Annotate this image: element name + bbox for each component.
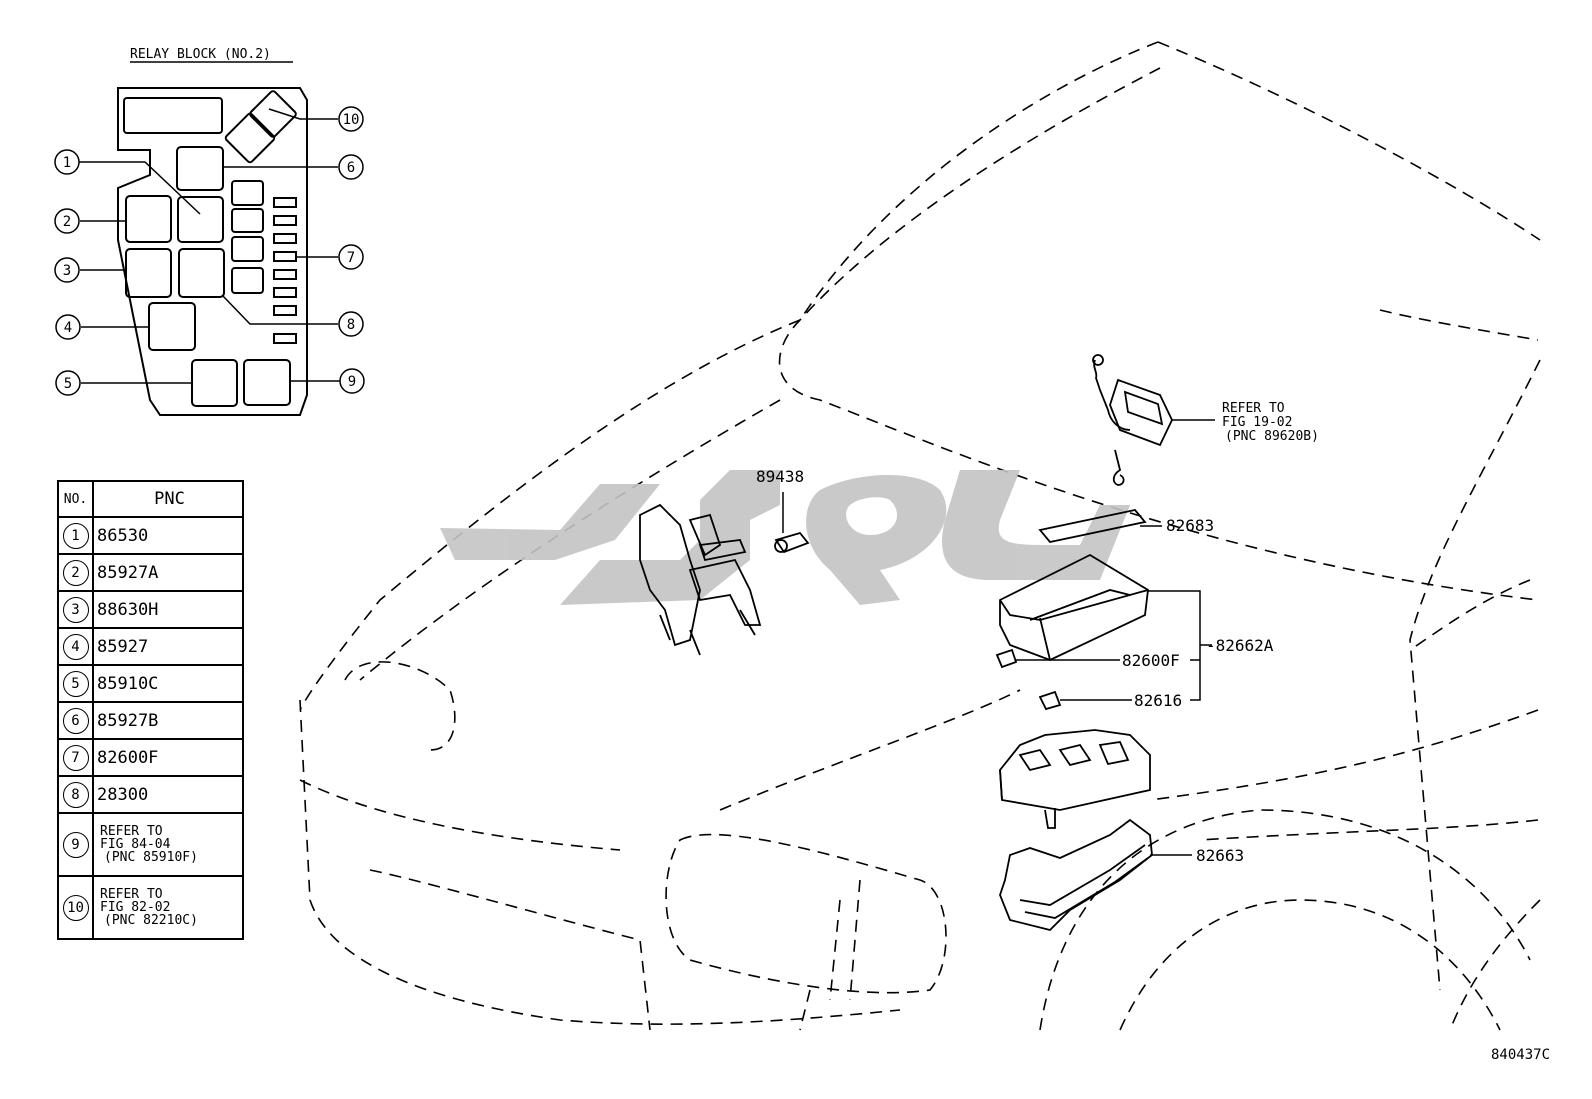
row-number: 10	[62, 894, 89, 921]
part-label-82683: 82683	[1166, 516, 1214, 535]
table-row: 5 85910C	[57, 664, 244, 703]
refer-line-3: (PNC 89620B)	[1225, 429, 1319, 444]
relay-block-cover	[999, 553, 1149, 661]
table-row: 2 85927A	[57, 553, 244, 592]
fuse-part	[995, 648, 1018, 669]
row-number: 1	[62, 522, 89, 549]
part-label-89438: 89438	[756, 467, 804, 486]
relay-block-body	[999, 729, 1151, 829]
callout-10: 10	[338, 106, 364, 132]
lower-case-part	[999, 818, 1153, 931]
label-plate	[1038, 509, 1147, 543]
svg-text:1: 1	[63, 155, 71, 171]
callout-5: 5	[55, 370, 81, 396]
svg-text:8: 8	[347, 317, 355, 333]
callout-7: 7	[338, 244, 364, 270]
svg-text:6: 6	[347, 160, 355, 176]
callout-6: 6	[338, 154, 364, 180]
row-number: 8	[62, 781, 89, 808]
callout-2: 2	[54, 208, 80, 234]
row-pnc: 85927	[92, 627, 244, 666]
row-pnc: 85910C	[92, 664, 244, 703]
table-row: 8 28300	[57, 775, 244, 814]
relay-block-title: RELAY BLOCK (NO.2)	[130, 47, 271, 62]
table-row: 7 82600F	[57, 738, 244, 777]
row-pnc: 28300	[92, 775, 244, 814]
row-pnc-line: (PNC 82210C)	[104, 913, 198, 928]
row-pnc-line: FIG 84-04	[100, 837, 171, 852]
table-header-no: NO.	[57, 480, 94, 518]
part-label-82600F: 82600F	[1122, 651, 1180, 670]
row-pnc-line: REFER TO	[100, 824, 163, 839]
svg-text:5: 5	[64, 376, 72, 392]
callout-8: 8	[338, 311, 364, 337]
svg-text:10: 10	[343, 112, 360, 128]
row-number: 7	[62, 744, 89, 771]
svg-text:2: 2	[63, 214, 71, 230]
row-pnc: 85927B	[92, 701, 244, 740]
row-pnc-line: FIG 82-02	[100, 900, 171, 915]
part-label-82662A: -82662A	[1206, 636, 1274, 655]
watermark-logo	[440, 470, 1130, 605]
clip-part	[1038, 690, 1062, 711]
callout-1: 1	[54, 149, 80, 175]
svg-text:4: 4	[64, 320, 72, 336]
row-pnc-line: REFER TO	[100, 887, 163, 902]
row-pnc: REFER TO FIG 84-04 (PNC 85910F)	[92, 812, 244, 877]
relay-block-drawing	[117, 87, 308, 416]
table-row: 3 88630H	[57, 590, 244, 629]
row-number: 4	[62, 633, 89, 660]
row-number: 9	[62, 831, 89, 858]
callout-3: 3	[54, 257, 80, 283]
figure-code: 840437C	[1491, 1047, 1551, 1063]
table-row: 6 85927B	[57, 701, 244, 740]
svg-text:9: 9	[348, 374, 356, 390]
row-pnc: REFER TO FIG 82-02 (PNC 82210C)	[92, 875, 244, 940]
svg-text:7: 7	[347, 250, 355, 266]
row-number: 3	[62, 596, 89, 623]
pnc-table: NO. PNC 1 86530 2 85927A 3 88630H 4 8592…	[57, 480, 244, 940]
row-pnc: 82600F	[92, 738, 244, 777]
refer-line-2: FIG 19-02	[1222, 415, 1292, 430]
table-row: 4 85927	[57, 627, 244, 666]
table-row: 1 86530	[57, 516, 244, 555]
callout-4: 4	[55, 314, 81, 340]
row-pnc: 86530	[92, 516, 244, 555]
part-label-82616: 82616	[1134, 691, 1182, 710]
part-label-82663: 82663	[1196, 846, 1244, 865]
refer-line-1: REFER TO	[1222, 401, 1285, 416]
row-pnc-line: (PNC 85910F)	[104, 850, 198, 865]
hood-lock-part	[639, 503, 810, 656]
row-number: 2	[62, 559, 89, 586]
table-row: 10 REFER TO FIG 82-02 (PNC 82210C)	[57, 875, 244, 940]
relay-leader-lines	[79, 108, 340, 384]
row-number: 5	[62, 670, 89, 697]
row-pnc: 88630H	[92, 590, 244, 629]
connector-part	[1092, 354, 1173, 486]
svg-text:3: 3	[63, 263, 71, 279]
table-row: 9 REFER TO FIG 84-04 (PNC 85910F)	[57, 812, 244, 877]
row-pnc: 85927A	[92, 553, 244, 592]
row-number: 6	[62, 707, 89, 734]
table-header-pnc: PNC	[92, 480, 244, 518]
callout-9: 9	[339, 368, 365, 394]
